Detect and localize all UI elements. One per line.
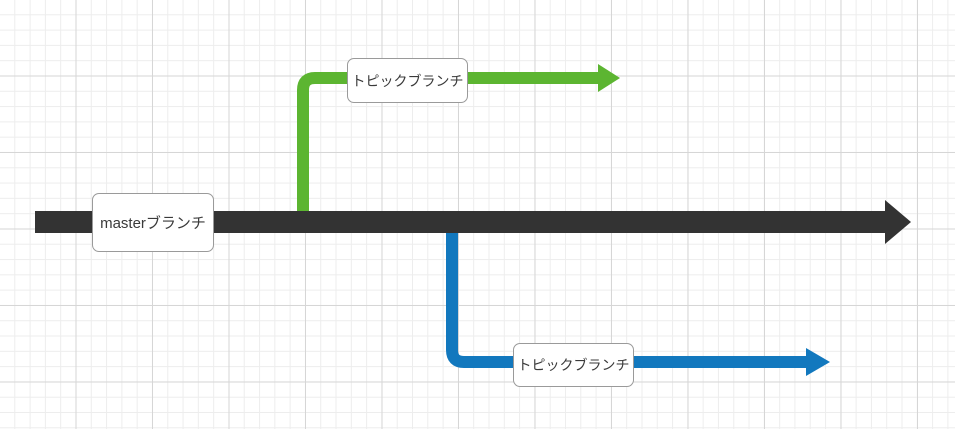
- master-branch-label-text: masterブランチ: [100, 215, 206, 232]
- topic-green-branch-label-text: トピックブランチ: [351, 72, 464, 89]
- topic-blue-line: [446, 220, 808, 368]
- topic-green-branch-label: トピックブランチ: [347, 58, 468, 103]
- master-branch-label: masterブランチ: [92, 193, 214, 252]
- master-arrowhead: [885, 200, 911, 244]
- topic-green-branch-path: [297, 64, 620, 224]
- topic-blue-arrowhead: [806, 348, 830, 376]
- topic-blue-branch-label-text: トピックブランチ: [517, 357, 630, 373]
- master-line: [35, 211, 888, 233]
- topic-green-arrowhead: [598, 64, 620, 92]
- topic-blue-branch-path: [446, 220, 830, 376]
- topic-green-line: [297, 72, 600, 224]
- master-branch-path: [35, 200, 911, 244]
- topic-blue-branch-label: トピックブランチ: [513, 343, 634, 387]
